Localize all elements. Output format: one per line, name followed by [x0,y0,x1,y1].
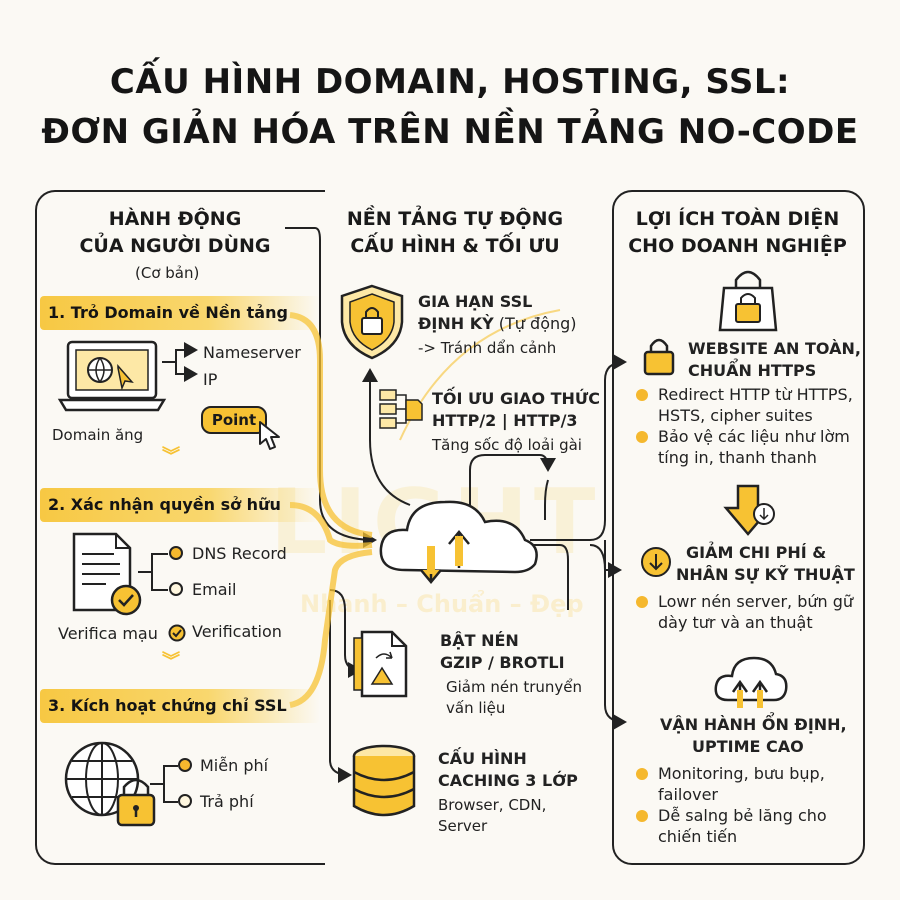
dns-radio-dot [169,546,183,560]
padlock-icon [643,338,675,376]
cache-title1: CẤU HÌNH [438,749,527,768]
bullet-dot [636,810,648,822]
uptime-bullet2-line2: chiến tiến [658,827,738,846]
down-arrow-circle-icon [641,547,671,577]
laptop-globe-icon [57,340,167,412]
secure-title2: CHUẨN HTTPS [688,361,817,380]
paid-radio-dot [178,794,192,808]
branch-lines [138,553,168,591]
middle-heading-line1: NỀN TẢNG TỰ ĐỘNG [346,208,564,230]
right-heading-line2: CHO DOANH NGHIỆP [628,235,847,257]
right-heading: LỢI ÍCH TOÀN DIỆN CHO DOANH NGHIỆP [615,206,860,260]
server-docs-icon [379,389,423,429]
domain-caption: Domain ăng [52,426,144,444]
cache-title2: CACHING 3 LỚP [438,771,578,790]
step2-banner: 2. Xác nhận quyền sở hữu [40,488,320,522]
redirect-arrows-icon [162,342,198,382]
ssl-renew-title2-suffix: (Tự động) [493,314,577,333]
left-heading-line1: HÀNH ĐỘNG [108,208,242,230]
ssl-renew-desc: -> Tránh dẩn cảnh [418,339,557,357]
secure-bullet1-line2: HSTS, cipher suites [658,406,813,425]
database-icon [352,744,416,817]
brand-tagline-watermark: Nhanh – Chuẩn – Đẹp [300,590,584,618]
check-circle-icon [168,624,186,642]
ssl-renew-title1: GIA HẠN SSL [418,292,533,311]
middle-heading: NỀN TẢNG TỰ ĐỘNG CẤU HÌNH & TỐI ƯU [330,206,580,260]
page-title-line2: ĐƠN GIẢN HÓA TRÊN NỀN TẢNG NO-CODE [41,112,859,152]
secure-title1: WEBSITE AN TOÀN, [688,339,861,358]
nameserver-label: Nameserver [203,343,301,362]
globe-lock-icon [64,741,156,827]
bullet-dot [636,596,648,608]
gzip-desc1: Giảm nén trunyển [446,678,583,696]
down-arrow-icon [723,484,775,536]
right-column-frame [612,190,865,865]
uptime-bullet1-line2: failover [658,785,719,804]
bullet-dot [636,768,648,780]
point-button[interactable]: Point [201,406,267,434]
protocol-title2: HTTP/2 | HTTP/3 [432,411,578,430]
protocol-desc: Tăng sốc độ loải gài [432,436,582,454]
step1-banner: 1. Trỏ Domain về Nền tảng [40,296,320,330]
middle-heading-line2: CẤU HÌNH & TỐI ƯU [350,235,560,257]
ip-label: IP [203,370,218,389]
dns-record-label: DNS Record [192,544,287,563]
uptime-title2: UPTIME CAO [692,737,804,756]
verification-label: Verification [192,622,282,641]
page-title-line1: CẤU HÌNH DOMAIN, HOSTING, SSL: [109,62,791,102]
right-heading-line1: LỢI ÍCH TOÀN DIỆN [635,208,840,230]
email-radio-dot [169,582,183,596]
verification-caption: Verifica mạu [58,624,158,643]
cursor-icon [259,421,280,450]
left-subheading: (Cơ bản) [135,264,200,282]
cloud-arrows-icon [379,500,538,584]
cost-bullet1-line1: Lowr nén server, bứn gữ [658,592,854,611]
cost-bullet1-line2: dày tưr và an thuật [658,613,813,632]
branch-lines-3 [150,765,178,803]
cloud-upload-icon [714,656,788,708]
chevron-down-icon: ︾ [162,651,180,672]
paid-label: Trả phí [200,792,254,811]
ssl-renew-title2-main: ĐỊNH KỲ [418,314,494,333]
uptime-bullet1-line1: Monitoring, bưu bụp, [658,764,825,783]
document-check-icon [72,532,142,616]
gzip-title2: GZIP / BROTLI [440,653,565,672]
left-column-frame [35,190,325,865]
left-heading-line2: CỦA NGƯỜI DÙNG [79,235,271,257]
ssl-renew-title2: ĐỊNH KỲ (Tự động) [418,313,577,335]
cost-title1: GIẢM CHI PHÍ & [686,543,827,562]
secure-bullet2-line1: Bảo vệ các liệu như lờm [658,427,850,446]
shield-lock-icon [340,284,404,360]
bullet-dot [636,389,648,401]
cost-title2: NHÂN SỰ KỸ THUẬT [676,565,855,584]
free-radio-dot [178,758,192,772]
bullet-dot [636,431,648,443]
uptime-title1: VẬN HÀNH ỔN ĐỊNH, [660,715,847,734]
free-label: Miễn phí [200,756,269,775]
secure-bullet1-line1: Redirect HTTP từ HTTPS, [658,385,853,404]
secure-bullet2-line2: tíng in, thanh thanh [658,448,817,467]
shopping-bag-lock-icon [718,270,778,332]
zip-file-icon [353,630,408,698]
cache-desc1: Browser, CDN, [438,796,547,814]
gzip-title1: BẬT NÉN [440,631,519,650]
cache-desc2: Server [438,817,488,835]
uptime-bullet2-line1: Dễ salng bẻ lăng cho [658,806,827,825]
left-heading: HÀNH ĐỘNG CỦA NGƯỜI DÙNG [40,206,310,260]
chevron-down-icon: ︾ [162,446,180,467]
gzip-desc2: vấn liệu [446,699,506,717]
step3-banner: 3. Kích hoạt chứng chỉ SSL [40,689,320,723]
email-label: Email [192,580,237,599]
protocol-title1: TỐI ƯU GIAO THỨC [432,389,601,408]
